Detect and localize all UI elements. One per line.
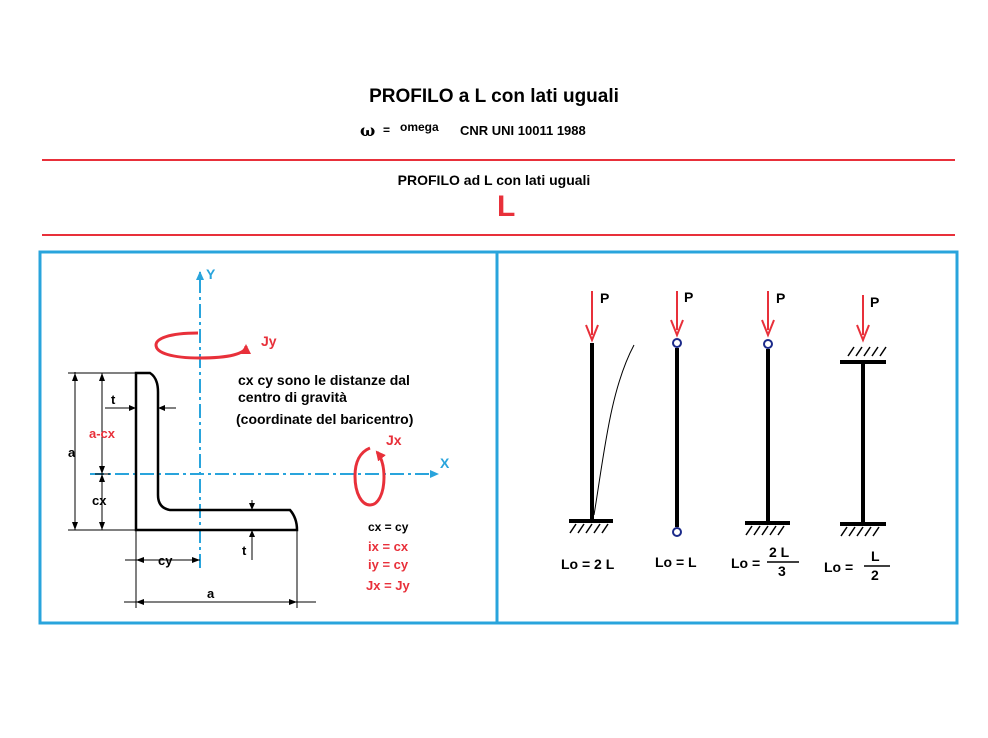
note-line-3: (coordinate del baricentro) [236,411,413,427]
case-4-denominator: 2 [871,567,879,583]
dim-a-left-label: a [68,445,76,460]
eq-j: Jx = Jy [366,578,411,593]
jx-rotation-icon [353,446,386,507]
case-fixed-pinned: P Lo = 2 L 3 [731,290,799,579]
case-4-numerator: L [871,548,880,564]
load-label: P [600,290,609,306]
load-arrow-icon [761,319,775,338]
load-arrow-icon [856,324,870,343]
eq-iy: iy = cy [368,557,409,572]
dim-cx-label: cx [92,493,107,508]
divider-top [42,159,955,161]
note-line-1: cx cy sono le distanze dal [238,372,410,388]
load-arrow-icon [670,319,684,338]
load-label: P [870,294,879,310]
l-profile-outline [134,371,299,532]
norm-reference: CNR UNI 10011 1988 [460,123,586,138]
omega-label: omega [400,120,439,134]
eq-cx-cy: cx = cy [368,520,409,534]
fixed-support-icon [569,523,609,534]
dim-t-bottom-label: t [242,543,247,558]
fixed-support-bottom-icon [840,526,880,537]
omega-equals: = [383,123,391,137]
l-profile-section: Y X Jy Jx t a-cx a cx cy t a cx cy sono … [68,266,450,608]
case-1-label: Lo = 2 L [561,556,615,572]
case-4-prefix: Lo = [824,559,853,575]
section-symbol: L [497,190,516,223]
fixed-support-top-icon [847,346,887,357]
case-pinned-pinned: P Lo = L [655,289,697,570]
moment-jx-label: Jx [386,432,402,448]
section-title: PROFILO ad L con lati uguali [397,172,591,188]
case-3-denominator: 3 [778,563,786,579]
pin-top-icon [672,338,682,348]
omega-symbol: ω [360,121,376,140]
dim-t-top-label: t [111,392,116,407]
dim-cy-label: cy [158,553,173,568]
case-3-prefix: Lo = [731,555,760,571]
case-fixed-fixed: P Lo = L 2 [824,294,890,583]
case-fixed-free: P Lo = 2 L [561,290,635,572]
buckled-shape [593,344,635,516]
pin-top-icon [763,339,773,349]
pin-bottom-icon [672,527,682,537]
jy-rotation-icon [154,331,251,360]
moment-jy-label: Jy [261,333,277,349]
page-title: PROFILO a L con lati uguali [369,86,619,107]
case-3-numerator: 2 L [769,544,790,560]
fixed-support-icon [745,525,785,536]
dim-a-bottom-label: a [207,586,215,601]
dim-a-cx-label: a-cx [89,426,116,441]
divider-bottom [42,234,955,236]
eq-ix: ix = cx [368,539,409,554]
load-label: P [776,290,785,306]
note-line-2: centro di gravità [238,389,347,405]
load-label: P [684,289,693,305]
load-arrow-icon [585,324,599,343]
case-2-label: Lo = L [655,554,697,570]
buckling-cases: P Lo = 2 L P Lo = L P Lo = [561,289,890,583]
axis-y-label: Y [206,266,216,282]
axis-x-label: X [440,455,450,471]
